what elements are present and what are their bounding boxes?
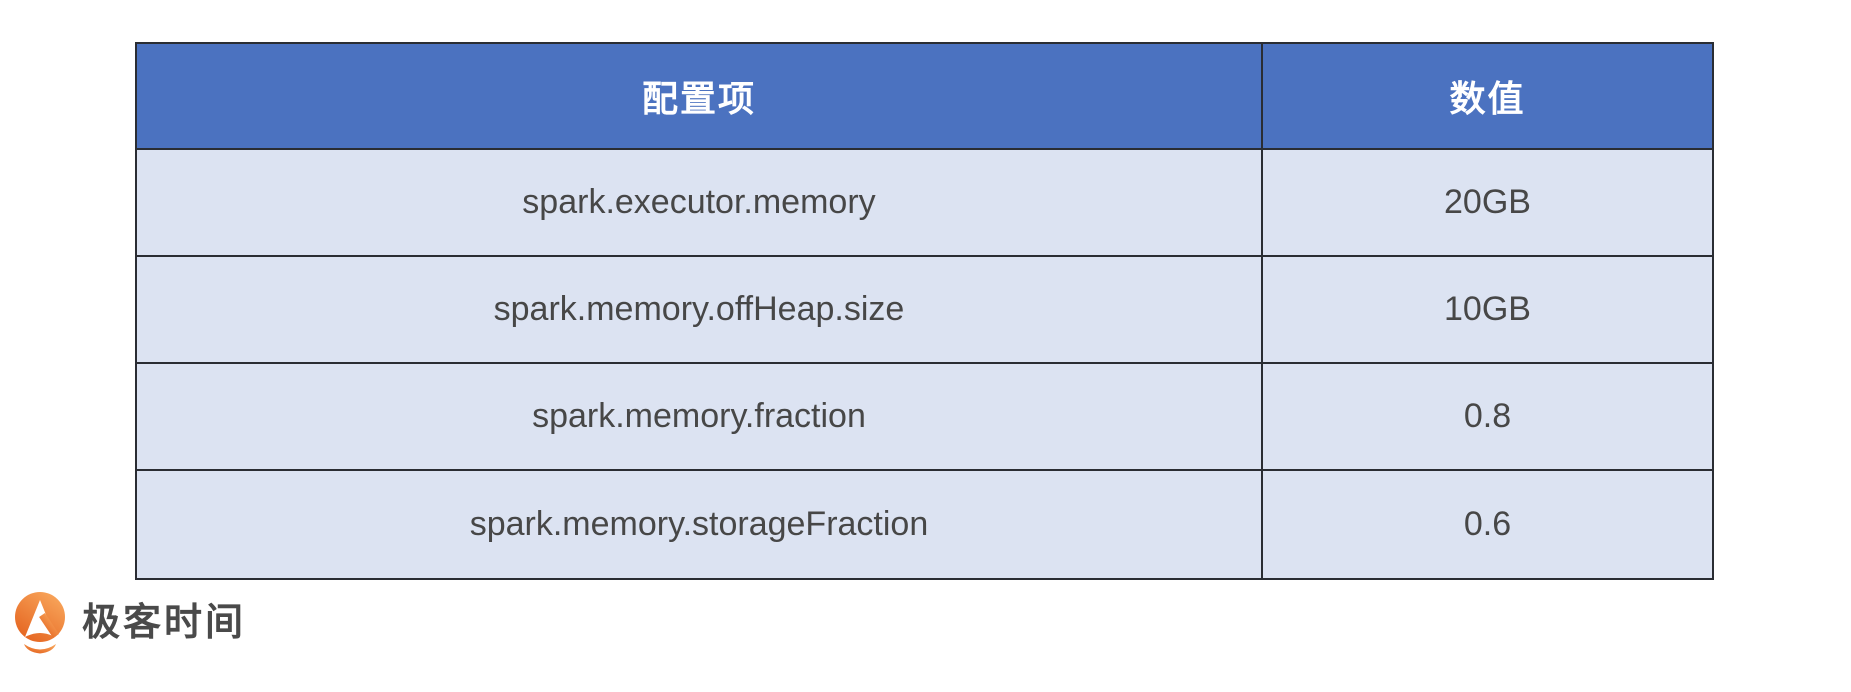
table-row: spark.memory.offHeap.size 10GB	[135, 255, 1715, 364]
config-cell: spark.memory.offHeap.size	[135, 255, 1263, 364]
geektime-logo: 极客时间	[12, 588, 246, 658]
geektime-logo-text: 极客时间	[82, 602, 247, 644]
table-row: spark.memory.fraction 0.8	[135, 362, 1715, 471]
table-header-row: 配置项 数值	[135, 42, 1715, 150]
config-cell: spark.memory.fraction	[135, 362, 1263, 471]
spark-config-table: 配置项 数值 spark.executor.memory 20GB spark.…	[135, 42, 1715, 580]
value-cell: 10GB	[1260, 255, 1715, 364]
column-header-value: 数值	[1260, 42, 1715, 150]
geektime-logo-icon	[15, 592, 65, 654]
table-row: spark.memory.storageFraction 0.6	[135, 469, 1715, 580]
config-cell: spark.executor.memory	[135, 148, 1263, 257]
table-row: spark.executor.memory 20GB	[135, 148, 1715, 257]
value-cell: 0.8	[1260, 362, 1715, 471]
column-header-config: 配置项	[135, 42, 1263, 150]
config-cell: spark.memory.storageFraction	[135, 469, 1263, 580]
value-cell: 20GB	[1260, 148, 1715, 257]
value-cell: 0.6	[1260, 469, 1715, 580]
